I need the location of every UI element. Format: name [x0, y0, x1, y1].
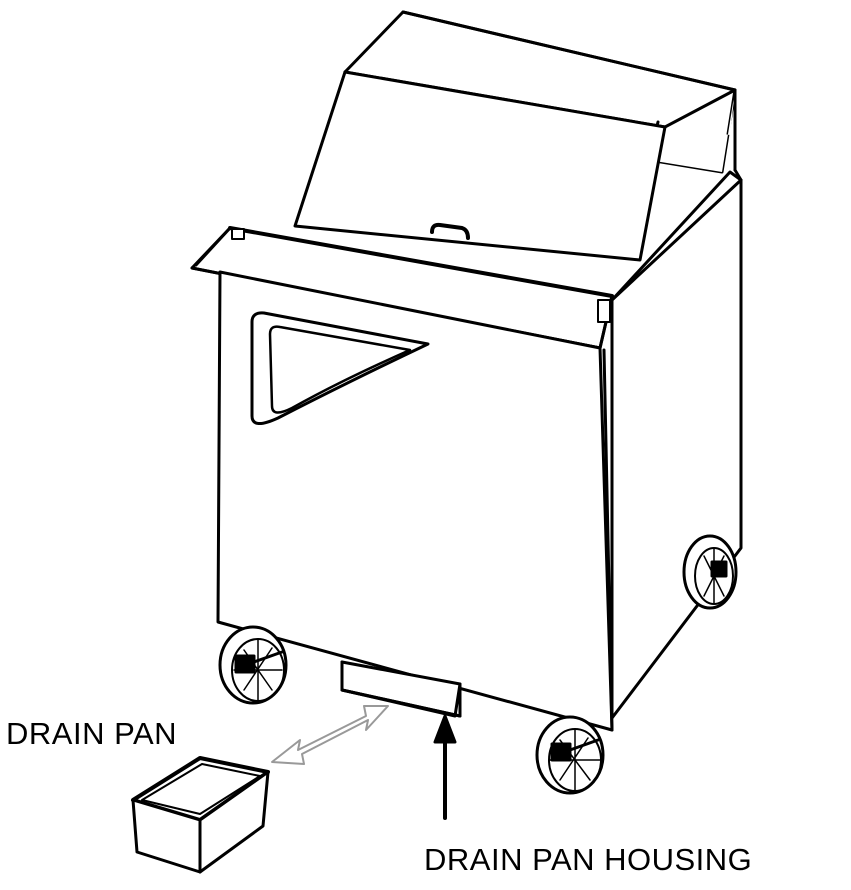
- door-handle: [250, 311, 430, 425]
- caster-front-right: [535, 715, 605, 795]
- drain-pan-housing: [340, 660, 462, 718]
- drain-pan: [131, 756, 270, 874]
- lid-panel: [293, 70, 667, 262]
- slide-arrow: [271, 705, 389, 765]
- housing-arrow: [433, 714, 457, 820]
- drain-pan-housing-label: DRAIN PAN HOUSING: [424, 842, 753, 877]
- drain-pan-label: DRAIN PAN: [6, 716, 178, 751]
- caster-rear-right: [682, 534, 738, 610]
- caster-front-left: [218, 625, 288, 705]
